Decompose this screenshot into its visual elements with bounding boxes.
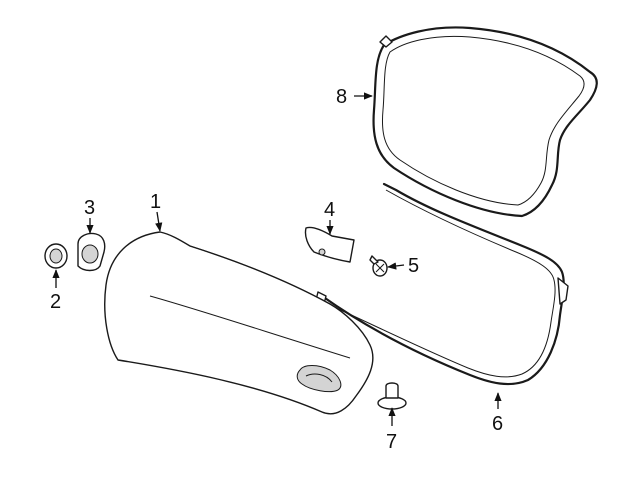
callout-4: 4	[324, 199, 335, 221]
door-shell[interactable]	[104, 231, 374, 415]
leader-1	[155, 211, 163, 232]
callout-7: 7	[386, 431, 397, 453]
stud[interactable]	[377, 382, 407, 410]
door-weatherstrip[interactable]	[315, 182, 569, 386]
callout-6: 6	[492, 413, 503, 435]
bracket[interactable]	[304, 226, 355, 263]
screw[interactable]	[369, 255, 388, 277]
callout-3: 3	[84, 197, 95, 219]
bumper[interactable]	[77, 232, 106, 272]
window-weatherstrip[interactable]	[372, 26, 598, 218]
callout-8: 8	[336, 86, 347, 108]
callout-5: 5	[408, 255, 419, 277]
leader-lines	[52, 92, 502, 426]
callout-labels: 1 2 3 4 5 6 7 8	[50, 86, 503, 453]
callout-2: 2	[50, 291, 61, 313]
callout-1: 1	[150, 191, 161, 213]
leader-5	[387, 262, 405, 270]
plug[interactable]	[44, 243, 68, 269]
